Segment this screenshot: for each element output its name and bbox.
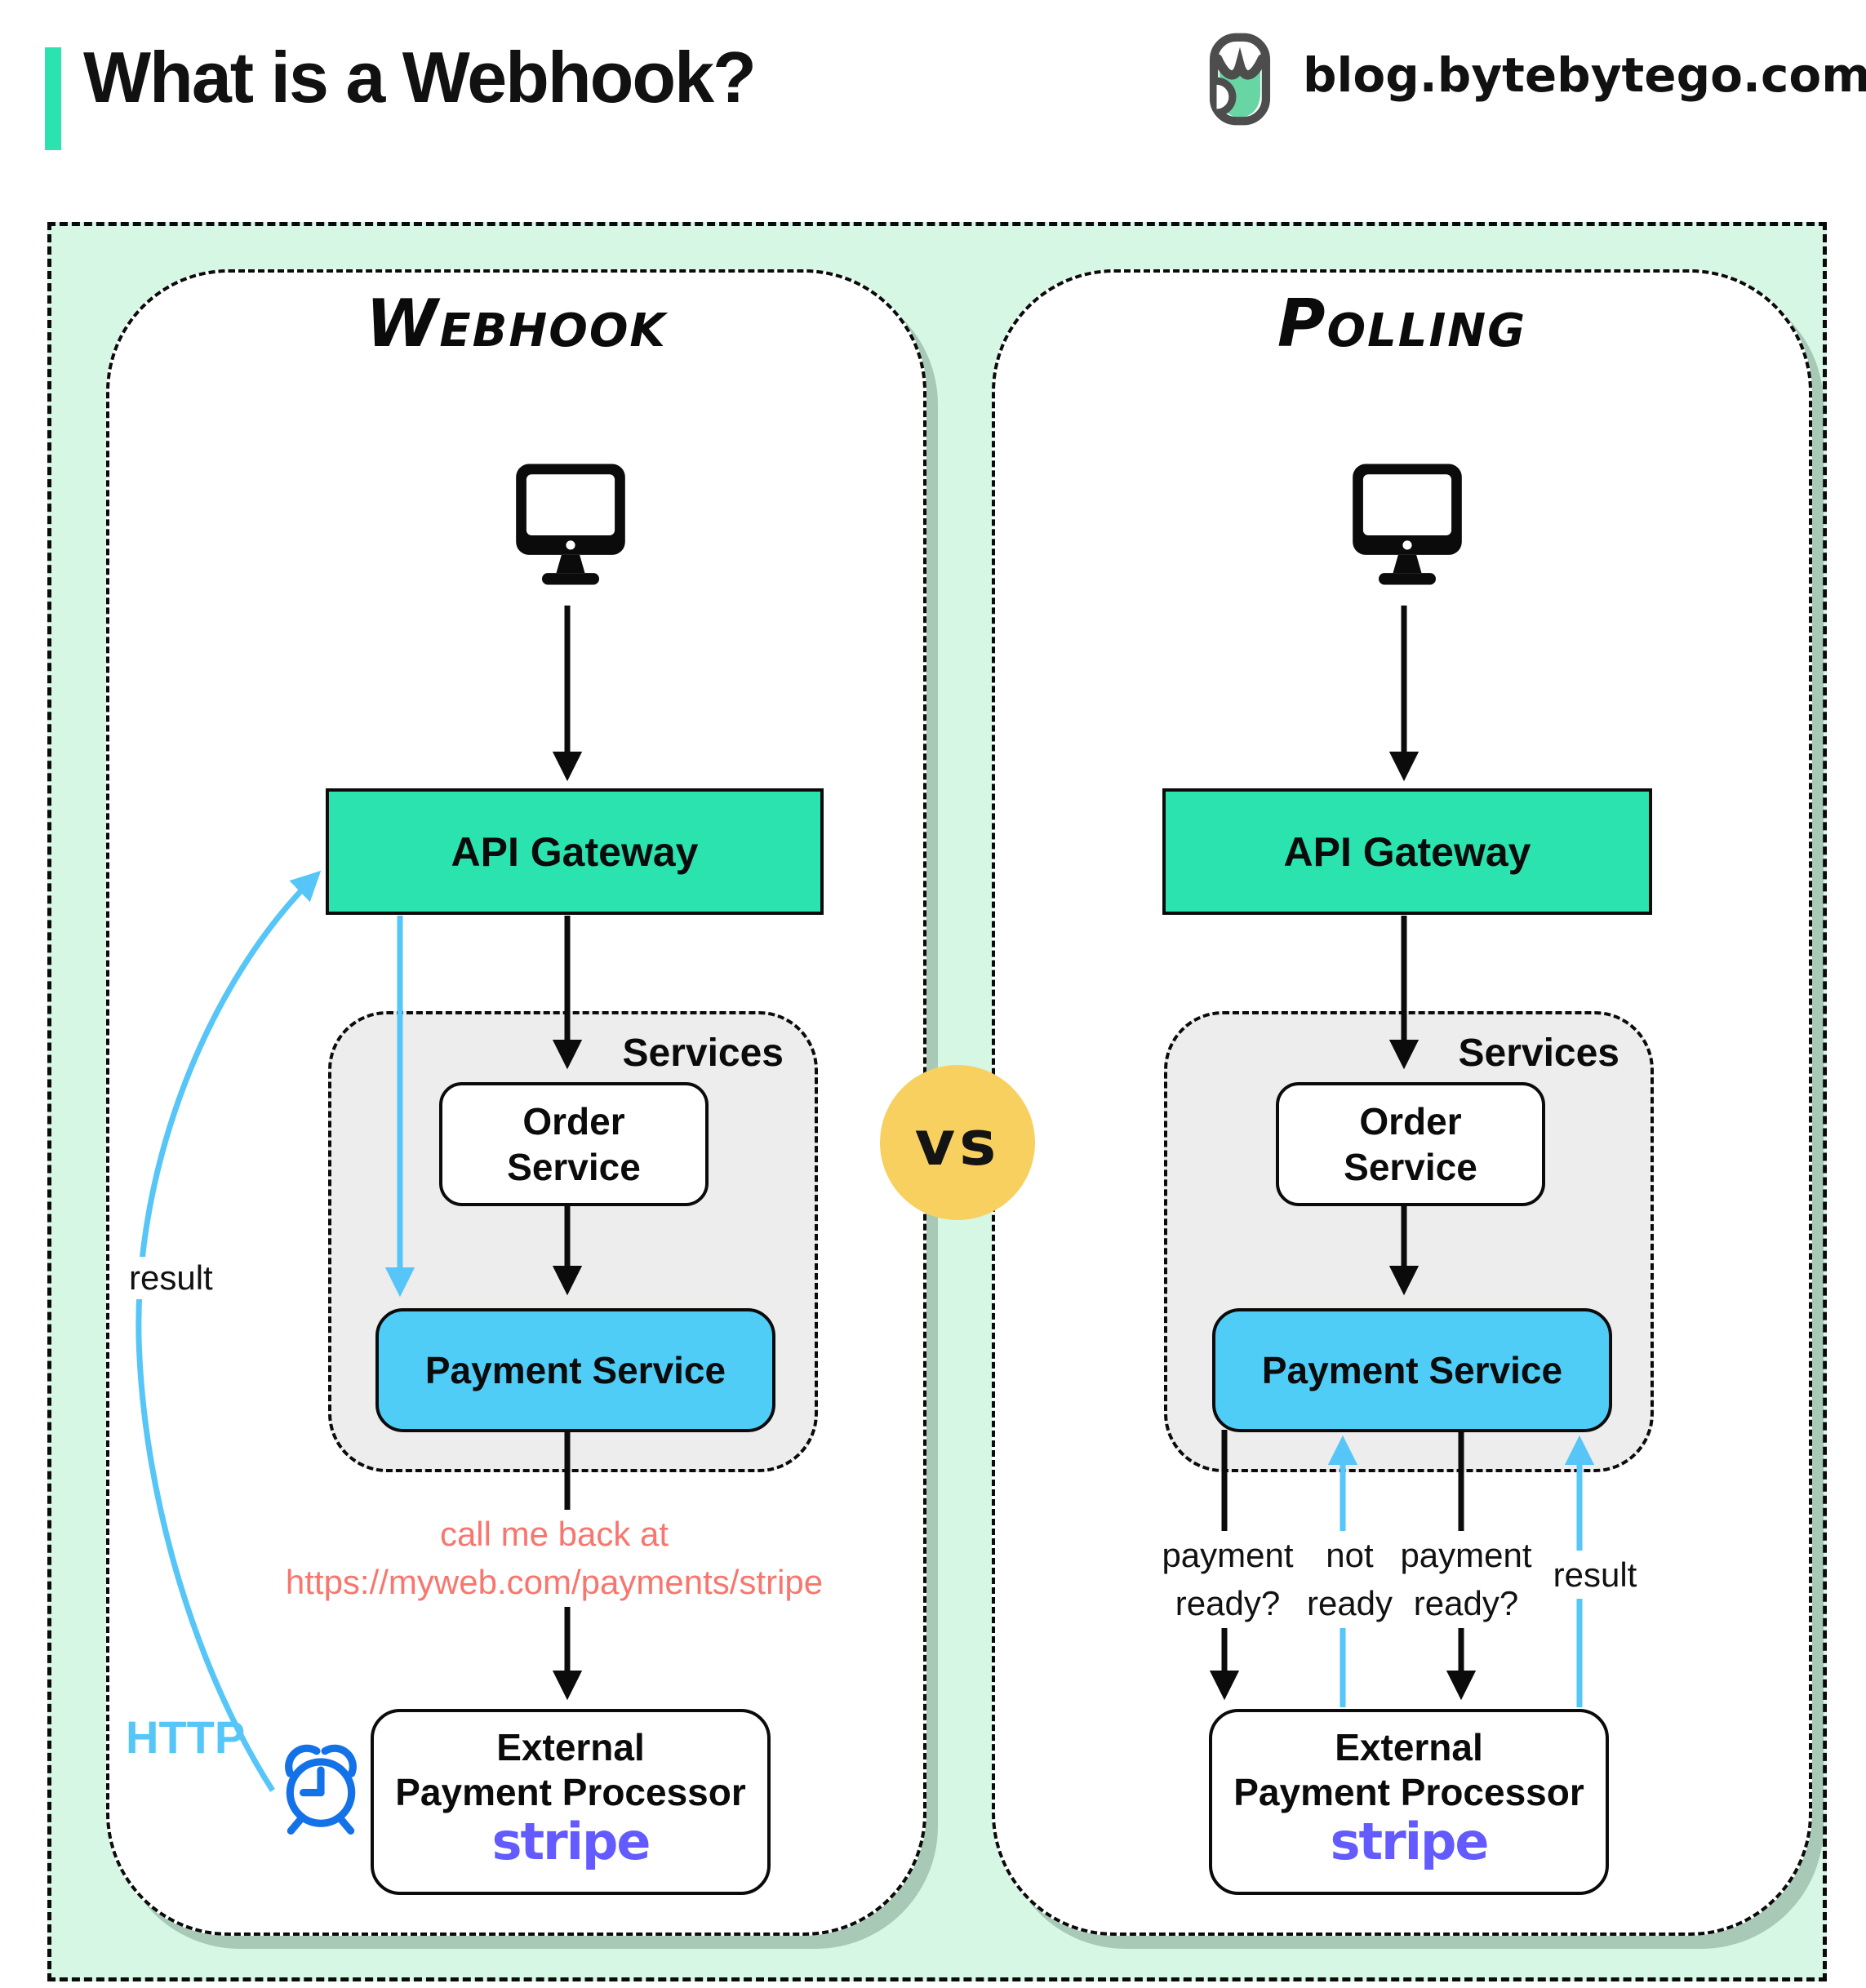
poll-query1-label: payment ready? <box>1142 1531 1313 1628</box>
external-label-line2: Payment Processor <box>1233 1771 1584 1814</box>
poll-reply1-label: not ready <box>1282 1531 1417 1628</box>
result-label: result <box>121 1257 221 1299</box>
client-computer-icon <box>1353 464 1462 585</box>
alarm-clock-icon <box>285 1744 357 1835</box>
title-accent-bar <box>45 47 61 150</box>
api-gateway-box: API Gateway <box>1162 788 1652 915</box>
external-label-line2: Payment Processor <box>395 1771 746 1814</box>
external-payment-processor-box: External Payment Processor stripe <box>371 1709 771 1895</box>
poll-query2-label: payment ready? <box>1380 1531 1552 1628</box>
bytebytego-logo-icon <box>1209 33 1271 126</box>
services-group: Services Order Service Payment Service <box>328 1011 818 1472</box>
payment-service-label: Payment Service <box>424 1349 726 1391</box>
polling-panel-title: Polling <box>1277 286 1527 362</box>
order-service-label-line1: Order <box>1359 1099 1462 1143</box>
webhook-panel-title: Webhook <box>366 286 667 362</box>
http-label: HTTP <box>126 1711 246 1763</box>
callback-note-line1: call me back at <box>431 1510 678 1559</box>
site-name: blog.bytebytego.com <box>1303 47 1866 103</box>
stripe-logo: stripe <box>491 1812 651 1872</box>
order-service-label-line1: Order <box>522 1099 625 1143</box>
payment-service-label: Payment Service <box>1261 1349 1563 1391</box>
api-gateway-label: API Gateway <box>1283 828 1531 875</box>
services-label: Services <box>1458 1032 1619 1075</box>
vs-badge: vs <box>880 1065 1035 1220</box>
payment-service-box: Payment Service <box>1212 1308 1612 1432</box>
external-label-line1: External <box>496 1726 645 1768</box>
payment-service-box: Payment Service <box>375 1308 775 1432</box>
external-label-line1: External <box>1335 1726 1483 1768</box>
page-title: What is a Webhook? <box>83 37 757 118</box>
order-service-label-line2: Service <box>507 1146 641 1188</box>
order-service-label-line2: Service <box>1344 1146 1477 1188</box>
webhook-panel: Webhook API Gateway Services Order Servi… <box>106 269 926 1936</box>
api-gateway-label: API Gateway <box>451 828 699 875</box>
services-group: Services Order Service Payment Service <box>1164 1011 1654 1472</box>
poll-result-label: result <box>1526 1551 1664 1600</box>
callback-note-url: https://myweb.com/payments/stripe <box>277 1558 832 1607</box>
client-computer-icon <box>516 464 625 585</box>
polling-panel: Polling API Gateway Services Order Servi… <box>992 269 1812 1936</box>
order-service-box: Order Service <box>439 1082 709 1206</box>
order-service-box: Order Service <box>1276 1082 1545 1206</box>
api-gateway-box: API Gateway <box>326 788 824 915</box>
vs-label: vs <box>914 1106 1001 1179</box>
stripe-logo: stripe <box>1330 1812 1490 1872</box>
external-payment-processor-box: External Payment Processor stripe <box>1209 1709 1609 1895</box>
services-label: Services <box>622 1032 784 1075</box>
callback-note: call me back at https://myweb.com/paymen… <box>195 1510 913 1607</box>
